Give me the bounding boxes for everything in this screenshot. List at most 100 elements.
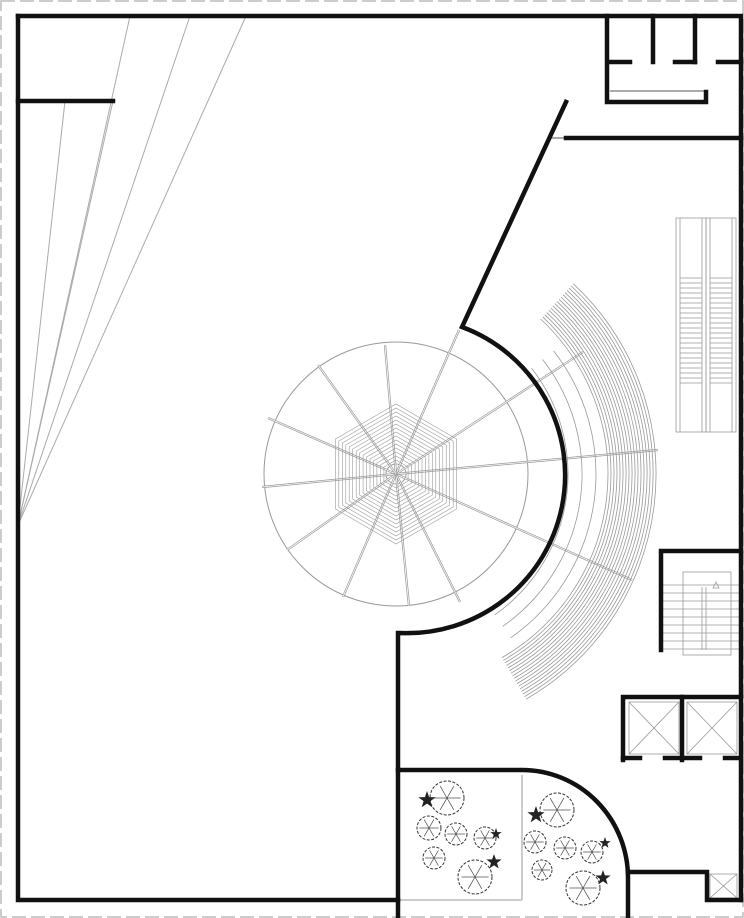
seating-row	[503, 316, 612, 661]
service-room-wall	[604, 13, 709, 105]
fan-line	[17, 15, 247, 526]
staircase	[628, 571, 741, 899]
membrane-ring	[380, 455, 412, 493]
stair-outline	[682, 571, 732, 656]
tree-branch	[591, 844, 597, 853]
tree-branch	[541, 862, 547, 871]
tree-icon	[422, 846, 446, 870]
tree-branch	[446, 797, 455, 810]
tree-branch	[433, 857, 439, 866]
membrane-ring	[366, 439, 426, 509]
tree-branch	[549, 798, 558, 811]
tree-branch	[591, 851, 597, 860]
seating-arc	[502, 359, 583, 627]
membrane-ring	[369, 443, 423, 505]
central-pavilion	[261, 329, 659, 607]
tree-branch	[564, 847, 570, 856]
fan-line	[17, 15, 191, 526]
seating-row	[509, 307, 624, 671]
tree-icon	[429, 780, 465, 816]
tree-branch	[575, 876, 584, 889]
tree-icon	[539, 792, 575, 828]
seating-row	[515, 298, 636, 682]
tree-icon	[416, 815, 442, 841]
tree-icon	[523, 830, 547, 854]
elevator-car	[628, 701, 680, 755]
seating-row	[504, 314, 615, 664]
elevator-car	[686, 701, 738, 755]
tree-branch	[582, 876, 591, 889]
seating-row	[525, 283, 657, 700]
tree-branch	[556, 798, 565, 811]
tree-branch	[484, 837, 490, 846]
tree-branch	[534, 841, 540, 850]
tree-branch	[433, 850, 439, 859]
seating-row	[516, 296, 639, 684]
membrane-ring	[352, 423, 440, 525]
elevator-wall	[620, 694, 744, 763]
tree-branch	[423, 819, 430, 829]
tree-branch	[451, 833, 457, 842]
amphitheater-seating	[494, 283, 657, 700]
membrane-ring	[373, 447, 419, 501]
tree-branch	[439, 786, 448, 799]
seating-row	[521, 290, 648, 692]
pavilion-spoke-inner	[395, 449, 659, 475]
tree-branch	[451, 826, 457, 835]
tree-branch	[556, 809, 565, 822]
tree-branch	[541, 869, 547, 878]
escalator	[675, 217, 707, 433]
membrane-ring	[348, 419, 444, 529]
tree-branch	[575, 887, 584, 900]
pavilion-ring	[263, 341, 529, 607]
tree-icon	[531, 859, 553, 881]
tree-icon	[580, 840, 604, 864]
tree-branch	[428, 819, 435, 829]
membrane-ring	[342, 411, 450, 537]
garden-trees	[416, 780, 611, 906]
tree-branch	[587, 844, 593, 853]
tree-branch	[537, 869, 543, 878]
tree-branch	[560, 840, 566, 849]
tree-branch	[480, 830, 486, 839]
seating-row	[524, 285, 654, 697]
tree-branch	[474, 876, 483, 889]
tree-icon	[473, 826, 497, 850]
tree-branch	[564, 840, 570, 849]
seating-row	[506, 312, 618, 666]
tree-branch	[480, 837, 486, 846]
tree-branch	[484, 830, 490, 839]
seating-row	[513, 301, 633, 679]
tree-branch	[455, 826, 461, 835]
elevator-cross	[709, 873, 738, 899]
seating-row	[510, 305, 627, 674]
left-wall	[15, 13, 401, 903]
seating-row	[518, 294, 642, 687]
tree-branch	[537, 862, 543, 871]
tree-icon	[565, 870, 601, 906]
walls	[15, 13, 744, 918]
pavilion-spoke-inner	[395, 473, 461, 603]
tree-branch	[429, 850, 435, 859]
pavilion-spoke-inner	[395, 473, 633, 581]
palm-star-icon	[599, 837, 611, 848]
tree-branch	[423, 827, 430, 837]
tree-branch	[428, 827, 435, 837]
palm-star-icon	[595, 870, 611, 885]
palm-star-icon	[527, 806, 545, 823]
seating-arc	[494, 367, 569, 616]
seating-row	[522, 287, 651, 695]
tree-icon	[444, 822, 468, 846]
tree-branch	[455, 833, 461, 842]
elevator-cross	[628, 701, 680, 755]
membrane-ring	[345, 415, 447, 533]
pavilion-spoke-inner	[261, 473, 397, 488]
membrane-ring	[376, 451, 416, 497]
membrane-ring	[359, 431, 433, 517]
membrane-ring	[335, 403, 457, 545]
tree-branch	[534, 834, 540, 843]
tree-branch	[474, 865, 483, 878]
pavilion-spoke-inner	[286, 473, 397, 551]
fan-line	[17, 100, 114, 526]
